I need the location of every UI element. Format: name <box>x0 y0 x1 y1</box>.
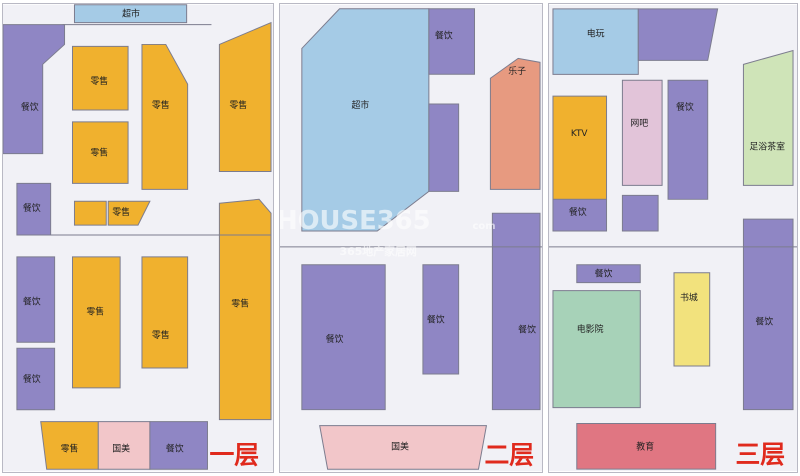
watermark-cn: 365地产家居网 <box>340 244 417 258</box>
f1-retail-unit <box>218 21 272 172</box>
f2-food-label: 餐饮 <box>326 333 344 345</box>
f1-food-label: 餐饮 <box>166 442 184 454</box>
f1-beauty-label: 国美 <box>112 442 130 454</box>
f1-retail-unit <box>218 198 272 421</box>
f2-tutoring-label: 乐子 <box>508 65 526 77</box>
f3-arcade-unit <box>552 8 639 75</box>
floor-2-map: 超市 餐饮 乐子 餐饮 餐饮 餐饮 国美 二层 HOUSE365 365地产家居… <box>280 4 542 472</box>
f1-food-label: 餐饮 <box>23 296 41 308</box>
f1-food-label: 餐饮 <box>23 373 41 385</box>
floor-1-label: 一层 <box>209 440 259 469</box>
f3-ktv-label: KTV <box>571 129 589 139</box>
f3-education-label: 教育 <box>636 440 654 452</box>
f3-internet-cafe-label: 网吧 <box>630 118 648 129</box>
f1-retail-label: 零售 <box>86 305 104 317</box>
floor-2-label: 二层 <box>484 440 534 469</box>
f3-food-label: 餐饮 <box>569 206 587 218</box>
f3-food-label: 餐饮 <box>676 101 694 113</box>
f3-bookstore-unit <box>673 272 711 367</box>
floor-3-label: 三层 <box>735 440 785 469</box>
f1-retail-label: 零售 <box>112 206 130 218</box>
f2-food-label: 餐饮 <box>435 30 453 42</box>
f3-internet-cafe-unit <box>621 79 663 186</box>
f3-food-unit <box>576 264 641 284</box>
f1-food-label: 餐饮 <box>21 101 39 113</box>
f3-food-label: 餐饮 <box>755 315 773 327</box>
f1-food-label: 餐饮 <box>23 202 41 214</box>
f2-food-unit <box>422 264 460 375</box>
f3-education-unit <box>576 423 717 470</box>
f3-food-unit <box>621 194 659 232</box>
f1-retail-unit <box>141 43 189 190</box>
watermark-site: com <box>473 221 496 232</box>
f1-retail-unit <box>73 200 107 226</box>
f1-retail-label: 零售 <box>90 147 108 159</box>
f1-supermarket-label: 超市 <box>122 8 140 20</box>
floor-2-plan: 超市 餐饮 乐子 餐饮 餐饮 餐饮 国美 二层 HOUSE365 365地产家居… <box>279 3 543 473</box>
f1-supermarket-unit <box>73 4 188 24</box>
f3-cinema-unit <box>552 290 641 409</box>
f3-cinema-label: 电影院 <box>577 323 604 335</box>
f3-food-unit <box>637 8 719 61</box>
f1-retail-label: 零售 <box>231 297 249 309</box>
watermark-brand: HOUSE365 <box>280 206 431 236</box>
floor-1-map: 超市 餐饮 餐饮 餐饮 餐饮 零售 零售 零售 零售 零售 零售 零售 零售 零… <box>3 4 273 472</box>
f3-bookstore-label: 书城 <box>680 292 698 303</box>
f2-food-label: 餐饮 <box>427 313 445 325</box>
f3-food-unit <box>667 79 709 200</box>
f3-spa-tea-unit <box>742 49 794 186</box>
f3-food-unit <box>742 218 794 411</box>
f1-food-unit <box>16 347 56 411</box>
f3-food-unit <box>552 198 608 232</box>
floor-1-plan: 超市 餐饮 餐饮 餐饮 餐饮 零售 零售 零售 零售 零售 零售 零售 零售 零… <box>2 3 274 473</box>
f1-retail-label: 零售 <box>152 99 170 111</box>
f2-beauty-label: 国美 <box>391 440 409 452</box>
f3-arcade-label: 电玩 <box>587 28 605 40</box>
f2-food-unit <box>428 103 460 192</box>
f2-supermarket-unit <box>301 8 430 232</box>
f2-beauty-unit <box>319 425 488 470</box>
f2-supermarket-label: 超市 <box>351 99 369 111</box>
f1-retail-unit <box>71 121 129 184</box>
f1-retail-label: 零售 <box>90 75 108 87</box>
f1-retail-label: 零售 <box>61 442 79 454</box>
f2-food-unit <box>301 264 386 411</box>
f3-food-label: 餐饮 <box>595 268 613 280</box>
f1-retail-label: 零售 <box>152 329 170 341</box>
f1-retail-label: 零售 <box>229 99 247 111</box>
f1-food-unit <box>16 256 56 343</box>
f3-ktv-unit <box>552 95 608 200</box>
f2-tutoring-unit <box>489 57 541 190</box>
f1-retail-unit <box>141 256 189 369</box>
floor-3-map: 电玩 KTV 网吧 餐饮 足浴茶室 餐饮 餐饮 电影院 书城 餐饮 教育 三层 <box>549 4 797 472</box>
f1-food-unit <box>149 421 208 470</box>
f1-retail-unit <box>107 200 151 226</box>
f2-food-unit <box>428 8 476 75</box>
f1-retail-unit <box>71 256 121 389</box>
f3-spa-tea-label: 足浴茶室 <box>749 141 785 153</box>
f1-retail-unit <box>71 45 129 111</box>
floor-3-plan: 电玩 KTV 网吧 餐饮 足浴茶室 餐饮 餐饮 电影院 书城 餐饮 教育 三层 <box>548 3 798 473</box>
f2-food-unit <box>491 212 541 411</box>
f2-food-label: 餐饮 <box>518 323 536 335</box>
